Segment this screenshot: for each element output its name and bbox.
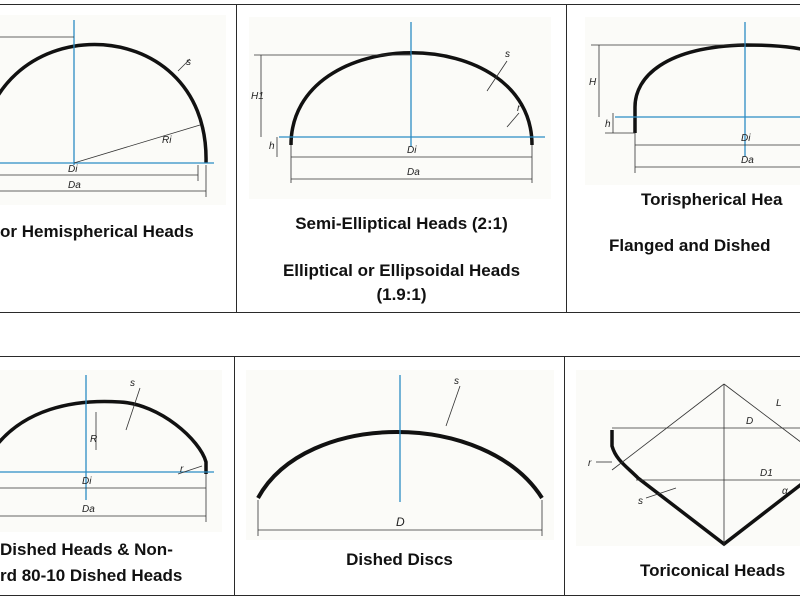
semi-elliptical-caption-1: Semi-Elliptical Heads (2:1) <box>295 214 508 233</box>
toriconical-s-label: s <box>638 496 643 507</box>
dished-discs-s-label: s <box>454 376 459 387</box>
toriconical-caption: Toriconical Heads <box>640 561 786 580</box>
torispherical-caption-1: Torispherical Hea <box>641 190 783 209</box>
toriconical-alpha-label: α <box>782 486 788 497</box>
toriconical-r-label: r <box>588 458 592 469</box>
panel-hemispherical: Di Da Ri s or Hemispherical Heads <box>0 5 236 312</box>
hemispherical-s-label: s <box>186 57 191 68</box>
toriconical-d1-label: D1 <box>760 468 773 479</box>
semi-elliptical-diagram: Di Da H1 h s r <box>249 17 551 199</box>
dished-heads-caption-2: rd 80-10 Dished Heads <box>0 566 183 585</box>
semi-elliptical-r-label: r <box>517 103 521 114</box>
semi-elliptical-s-label: s <box>505 49 510 60</box>
semi-elliptical-da-label: Da <box>407 167 420 178</box>
row1-bottom-border <box>0 312 800 313</box>
semi-elliptical-caption-3: (1.9:1) <box>376 285 427 304</box>
panel-torispherical: Di Da H h Torispherical Hea Flanged and … <box>567 5 800 312</box>
torispherical-h-small-label: h <box>605 119 611 130</box>
semi-elliptical-di-label: Di <box>407 145 417 156</box>
row1-divider-1 <box>236 4 237 312</box>
panel-toriconical: D L D1 α r s Toriconical Heads <box>565 357 800 595</box>
panel-semi-elliptical: Di Da H1 h s r Semi-Elliptical Heads (2:… <box>237 5 566 312</box>
torispherical-di-label: Di <box>741 133 751 144</box>
hemispherical-caption: or Hemispherical Heads <box>0 222 194 241</box>
semi-elliptical-h1-label: H1 <box>251 91 264 102</box>
toriconical-diagram: D L D1 α r s <box>576 370 800 547</box>
row1-divider-2 <box>566 4 567 312</box>
hemispherical-da-label: Da <box>68 180 81 191</box>
dished-heads-da-label: Da <box>82 504 95 515</box>
dished-discs-d-label: D <box>396 515 405 529</box>
row2-divider-1 <box>234 356 235 595</box>
torispherical-da-label: Da <box>741 155 754 166</box>
semi-elliptical-h-label: h <box>269 141 275 152</box>
top-border <box>0 4 800 5</box>
row2-divider-2 <box>564 356 565 595</box>
hemispherical-di-label: Di <box>68 164 78 175</box>
toriconical-d-label: D <box>746 416 753 427</box>
dished-heads-diagram: Di Da R s r <box>0 370 222 532</box>
dished-discs-caption: Dished Discs <box>346 550 453 569</box>
dished-heads-s-label: s <box>130 378 135 389</box>
panel-dished-discs: D s Dished Discs <box>235 357 564 595</box>
semi-elliptical-caption-2: Elliptical or Ellipsoidal Heads <box>282 261 521 280</box>
dished-heads-caption-1: Dished Heads & Non- <box>0 540 173 559</box>
hemispherical-diagram: Di Da Ri s <box>0 15 226 205</box>
dished-heads-di-label: Di <box>82 476 92 487</box>
panel-dished-heads: Di Da R s r Dished Heads & Non- rd 80-10… <box>0 357 234 595</box>
torispherical-h-label: H <box>589 77 597 88</box>
hemispherical-ri-label: Ri <box>162 135 172 146</box>
dished-discs-diagram: D s <box>246 370 554 540</box>
row2-top-border <box>0 356 800 357</box>
dished-heads-r-small-label: r <box>180 464 184 475</box>
dished-heads-r-label: R <box>90 434 97 445</box>
torispherical-diagram: Di Da H h <box>585 17 800 185</box>
bottom-border <box>0 595 800 596</box>
torispherical-caption-2: Flanged and Dished <box>609 236 771 255</box>
toriconical-l-label: L <box>776 398 782 409</box>
